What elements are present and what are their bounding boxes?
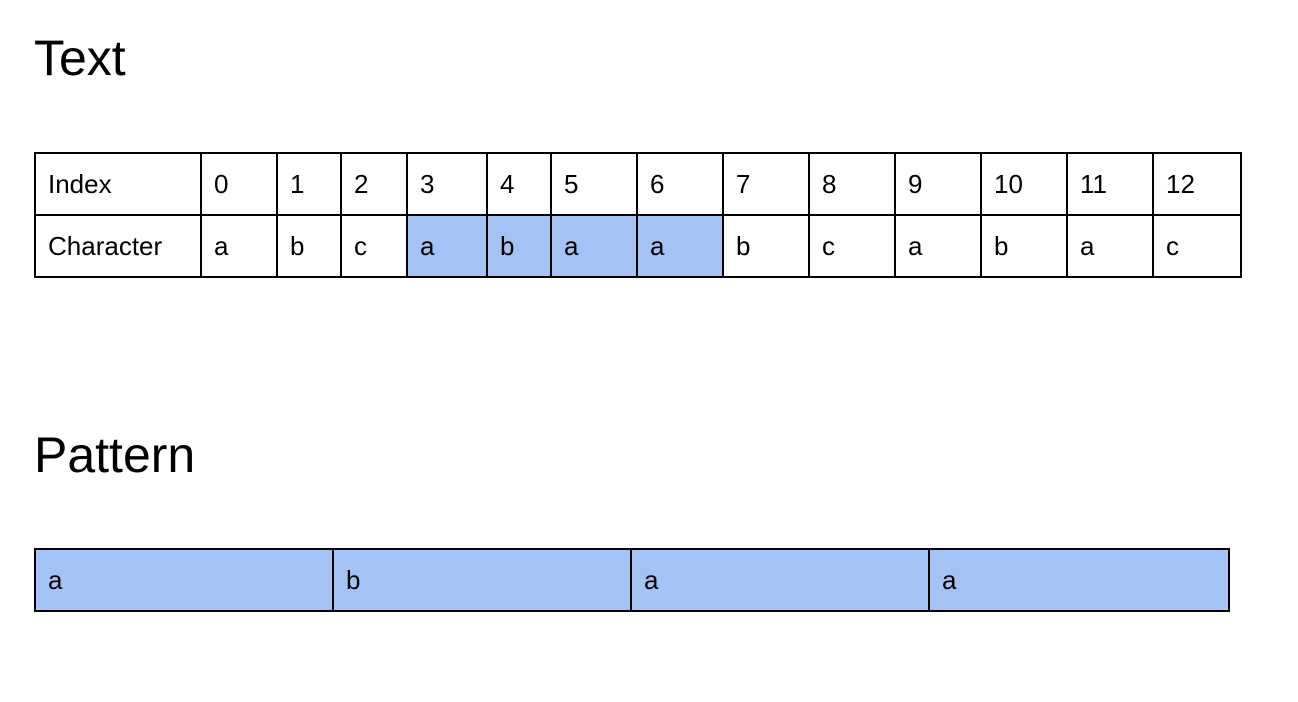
index-cell: 11 xyxy=(1066,152,1154,216)
character-cell: c xyxy=(1152,214,1242,278)
character-cell: a xyxy=(550,214,638,278)
index-cell: 9 xyxy=(894,152,982,216)
character-cell: a xyxy=(894,214,982,278)
character-cell: a xyxy=(636,214,724,278)
index-cell: 4 xyxy=(486,152,552,216)
pattern-cell: a xyxy=(630,548,930,612)
index-cell: 12 xyxy=(1152,152,1242,216)
row-label-character: Character xyxy=(34,214,202,278)
index-cell: 5 xyxy=(550,152,638,216)
character-cell: b xyxy=(486,214,552,278)
index-cell: 8 xyxy=(808,152,896,216)
pattern-table: a b a a xyxy=(34,548,1230,612)
index-cell: 7 xyxy=(722,152,810,216)
row-label-index: Index xyxy=(34,152,202,216)
character-cell: a xyxy=(406,214,488,278)
character-cell: a xyxy=(200,214,278,278)
text-table: Index 0 1 2 3 4 5 6 7 8 9 10 11 12 Chara… xyxy=(34,152,1242,278)
character-cell: c xyxy=(808,214,896,278)
character-cell: b xyxy=(722,214,810,278)
text-section-title: Text xyxy=(34,30,126,86)
index-row: Index 0 1 2 3 4 5 6 7 8 9 10 11 12 xyxy=(34,152,1242,216)
character-cell: b xyxy=(980,214,1068,278)
pattern-section-title: Pattern xyxy=(34,427,196,483)
index-cell: 1 xyxy=(276,152,342,216)
pattern-cell: a xyxy=(928,548,1230,612)
pattern-cell: a xyxy=(34,548,334,612)
index-cell: 10 xyxy=(980,152,1068,216)
character-cell: a xyxy=(1066,214,1154,278)
character-cell: b xyxy=(276,214,342,278)
pattern-row: a b a a xyxy=(34,548,1230,612)
character-row: Character a b c a b a a b c a b a c xyxy=(34,214,1242,278)
pattern-cell: b xyxy=(332,548,632,612)
character-cell: c xyxy=(340,214,408,278)
index-cell: 0 xyxy=(200,152,278,216)
index-cell: 2 xyxy=(340,152,408,216)
index-cell: 6 xyxy=(636,152,724,216)
index-cell: 3 xyxy=(406,152,488,216)
